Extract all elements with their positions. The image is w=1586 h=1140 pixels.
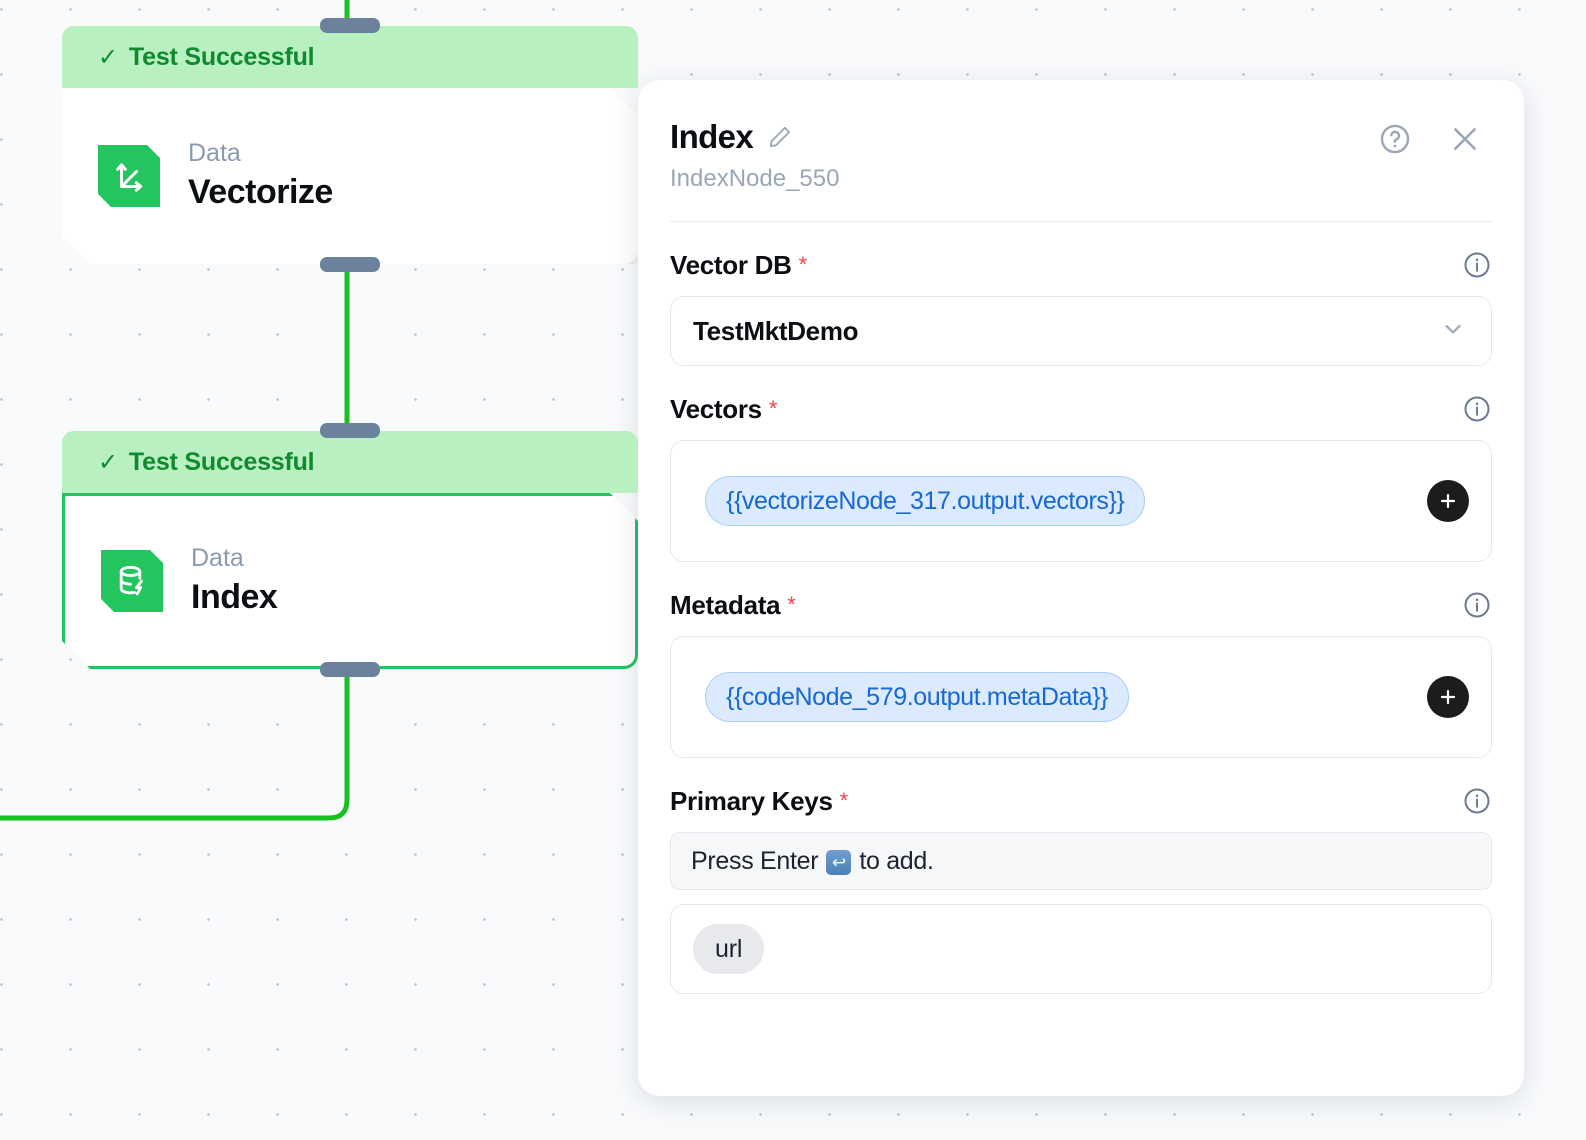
- field-label: Vector DB: [670, 249, 792, 280]
- primary-keys-chip-list: url: [670, 904, 1492, 994]
- panel-title: Index: [670, 118, 754, 155]
- variable-token[interactable]: {{codeNode_579.output.metaData}}: [705, 672, 1129, 722]
- node-index[interactable]: ✓ Test Successful Data Index: [62, 423, 638, 677]
- node-status-banner: ✓ Test Successful: [62, 431, 638, 493]
- chevron-down-icon: [1439, 315, 1467, 348]
- metadata-token-box[interactable]: {{codeNode_579.output.metaData}}: [670, 636, 1492, 758]
- enter-key-icon: ↩: [826, 849, 852, 875]
- info-icon[interactable]: [1462, 394, 1492, 424]
- primary-key-chip[interactable]: url: [693, 924, 765, 974]
- node-status-label: Test Successful: [128, 42, 315, 71]
- close-icon[interactable]: [1448, 122, 1482, 156]
- info-icon[interactable]: [1462, 590, 1492, 620]
- field-label: Primary Keys: [670, 785, 833, 816]
- header-divider: [670, 221, 1492, 222]
- node-handle-bottom[interactable]: [320, 662, 380, 677]
- node-vectorize[interactable]: ✓ Test Successful Data Vectorize: [62, 18, 638, 272]
- required-asterisk: *: [787, 591, 796, 617]
- panel-subtitle: IndexNode_550: [670, 165, 840, 192]
- vector-db-select[interactable]: TestMktDemo: [670, 296, 1492, 366]
- node-status-label: Test Successful: [128, 447, 315, 476]
- field-label: Vectors: [670, 393, 762, 424]
- placeholder-text-after: to add.: [859, 846, 934, 875]
- node-handle-bottom[interactable]: [320, 257, 380, 272]
- field-vector-db: Vector DB* TestMktDemo: [670, 248, 1492, 366]
- panel-header: Index IndexNode_550: [638, 80, 1524, 193]
- vector-axes-icon: [98, 145, 160, 207]
- pencil-icon[interactable]: [767, 124, 793, 150]
- node-card-body[interactable]: Data Vectorize: [62, 88, 638, 264]
- node-config-panel: Index IndexNode_550: [638, 80, 1524, 1096]
- info-icon[interactable]: [1462, 786, 1492, 816]
- node-kind-label: Data: [191, 544, 244, 573]
- database-bolt-icon: [101, 550, 163, 612]
- field-primary-keys: Primary Keys* Press Enter ↩ to add. url: [670, 784, 1492, 994]
- placeholder-text-before: Press Enter: [691, 846, 819, 875]
- vectors-token-box[interactable]: {{vectorizeNode_317.output.vectors}}: [670, 440, 1492, 562]
- node-title: Index: [191, 577, 278, 616]
- plus-icon[interactable]: [1427, 676, 1469, 718]
- field-vectors: Vectors* {{vectorizeNode_317.output.vect…: [670, 392, 1492, 562]
- node-handle-top[interactable]: [320, 18, 380, 33]
- panel-body: Vector DB* TestMktDemo: [638, 248, 1524, 994]
- help-circle-icon[interactable]: [1378, 122, 1412, 156]
- node-handle-top[interactable]: [320, 423, 380, 438]
- required-asterisk: *: [798, 251, 808, 277]
- check-icon: ✓: [98, 43, 118, 71]
- node-card-body[interactable]: Data Index: [62, 493, 638, 669]
- field-label: Metadata: [670, 589, 781, 620]
- node-title: Vectorize: [188, 172, 333, 211]
- check-icon: ✓: [98, 448, 118, 476]
- required-asterisk: *: [839, 787, 849, 813]
- variable-token[interactable]: {{vectorizeNode_317.output.vectors}}: [705, 476, 1146, 526]
- node-kind-label: Data: [188, 139, 241, 168]
- info-icon[interactable]: [1462, 250, 1492, 280]
- plus-icon[interactable]: [1427, 480, 1469, 522]
- vector-db-value: TestMktDemo: [693, 315, 859, 346]
- node-status-banner: ✓ Test Successful: [62, 26, 638, 88]
- field-metadata: Metadata* {{codeNode_579.output.metaData…: [670, 588, 1492, 758]
- required-asterisk: *: [768, 395, 778, 421]
- primary-keys-input[interactable]: Press Enter ↩ to add.: [670, 832, 1492, 890]
